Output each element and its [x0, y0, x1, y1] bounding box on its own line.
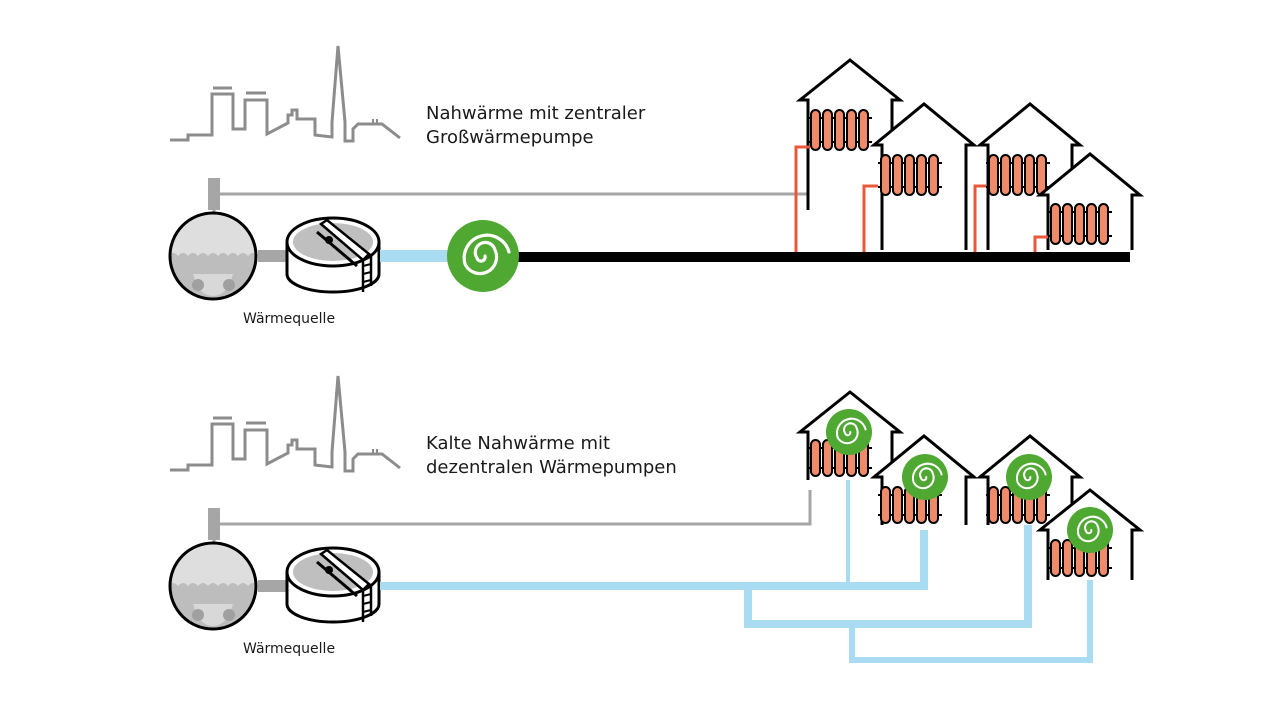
city-skyline-icon [170, 45, 401, 143]
cold-pipe [380, 250, 452, 262]
ladder-rung [362, 263, 372, 267]
radiator-fin [1024, 154, 1035, 196]
heat-pump-spiral [911, 462, 943, 490]
radiator-icon [878, 154, 942, 196]
radiator-fin [988, 154, 999, 196]
tank-outline [168, 541, 258, 631]
radiator-fin [1074, 203, 1085, 245]
radiator-icon [986, 154, 1050, 196]
basin-bridge [318, 548, 371, 592]
skyline-outline [170, 375, 401, 473]
radiator-fin [810, 109, 821, 151]
tank-outline [168, 211, 258, 301]
radiator-fin [988, 486, 999, 524]
radiator-fin [1086, 203, 1097, 245]
radiator-pipe [862, 184, 878, 252]
gray-connector [258, 580, 288, 592]
heat-pump-spiral [462, 233, 511, 276]
radiator-pipe [1033, 235, 1048, 252]
radiator-fin [1012, 154, 1023, 196]
radiator-fin [928, 154, 939, 196]
radiator-fin [810, 439, 821, 477]
basin-center [325, 566, 333, 574]
tank-stone [223, 609, 235, 621]
radiator-fin [1000, 154, 1011, 196]
heat-pump-spiral [1015, 462, 1047, 490]
gray-connector [258, 250, 288, 262]
ladder-rung [362, 279, 372, 283]
radiator-fin [834, 109, 845, 151]
heat-pump-disc [902, 454, 948, 500]
radiator-fin [916, 154, 927, 196]
radiator-icon [808, 109, 872, 151]
radiator-fin [880, 486, 891, 524]
tank-sediment [193, 604, 233, 626]
radiator-fin [1000, 486, 1011, 524]
heat-pump-spiral-icon [826, 409, 872, 455]
radiator-fin [846, 109, 857, 151]
heat-pump-spiral-icon [447, 220, 519, 292]
ladder-rung [362, 593, 372, 597]
tank-stone [223, 279, 235, 291]
heat-pump-disc [447, 220, 519, 292]
heat-pump-disc [1067, 507, 1113, 553]
heat-pump-disc [1006, 454, 1052, 500]
radiator-fin [858, 109, 869, 151]
heat-pump-spiral-icon [1067, 507, 1113, 553]
gray-pipe [212, 160, 812, 216]
cold-pipe [380, 450, 1032, 628]
panel-1-source-label: Wärmequelle [243, 311, 336, 327]
basin-bridge-edge [316, 560, 358, 598]
radiator-fin [892, 154, 903, 196]
radiator-fin [1062, 203, 1073, 245]
radiator-fin [1050, 539, 1061, 577]
radiator-pipe [794, 145, 810, 252]
radiator-fin [1050, 203, 1061, 245]
radiator-fin [880, 154, 891, 196]
basin-bridge-edge [316, 230, 358, 268]
skyline-outline [170, 45, 401, 143]
heat-pump-spiral [1076, 515, 1108, 543]
radiator-fin [822, 109, 833, 151]
gray-riser [208, 508, 220, 540]
radiator-fin [1062, 539, 1073, 577]
heat-pump-disc [826, 409, 872, 455]
clarifier-basin-icon [285, 546, 381, 624]
panel-2-title: Kalte Nahwärme mit dezentralen Wärmepump… [426, 433, 677, 478]
radiator-fin [1036, 154, 1047, 196]
gray-riser [208, 178, 220, 210]
basin-center [325, 236, 333, 244]
cold-pipe [849, 580, 1093, 663]
tank-stone [192, 609, 204, 621]
radiator-fin [904, 154, 915, 196]
radiator-pipe [973, 184, 986, 252]
tank-stone [192, 279, 204, 291]
tank-sediment [193, 274, 233, 296]
radiator-fin [892, 486, 903, 524]
sewage-tank-icon [168, 211, 258, 301]
hot-pipe [510, 252, 1130, 262]
heat-pump-spiral-icon [1006, 454, 1052, 500]
ladder-rung [362, 271, 372, 275]
city-skyline-icon [170, 375, 401, 473]
cold-pipe [740, 530, 928, 590]
sewage-tank-icon [168, 541, 258, 631]
panel-1-title: Nahwärme mit zentraler Großwärmepumpe [426, 103, 646, 148]
heat-pump-spiral-icon [902, 454, 948, 500]
radiator-fin [1098, 203, 1109, 245]
clarifier-basin-icon [285, 216, 381, 294]
panel-2-source-label: Wärmequelle [243, 641, 336, 657]
ladder-rung [362, 609, 372, 613]
ladder-rung [362, 601, 372, 605]
heat-pump-spiral [835, 417, 867, 445]
gray-pipe [212, 490, 812, 546]
basin-bridge [318, 218, 371, 262]
radiator-icon [1048, 203, 1112, 245]
